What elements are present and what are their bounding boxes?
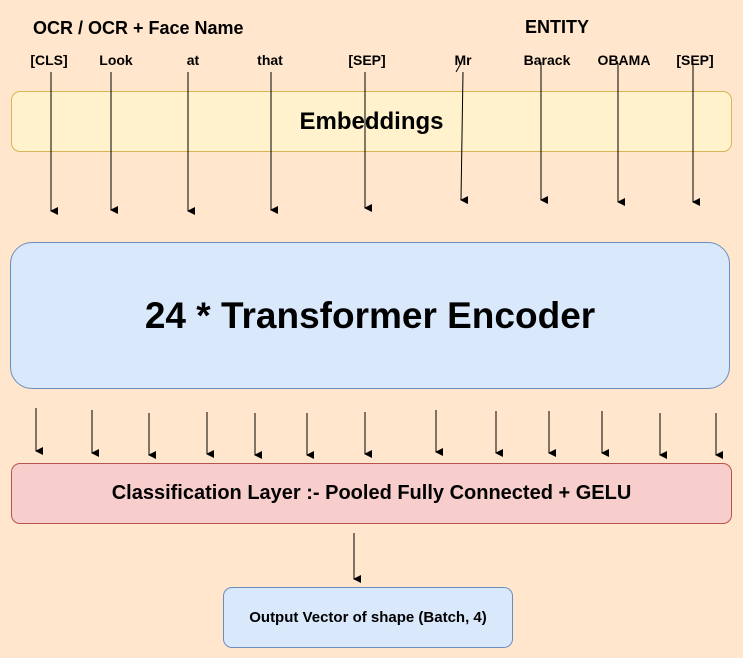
embeddings-box: Embeddings [11,91,732,152]
classification-layer-label: Classification Layer :- Pooled Fully Con… [111,482,632,504]
entity-heading: ENTITY [525,17,590,37]
arrow-mr [460,71,469,205]
classification-layer-box: Classification Layer :- Pooled Fully Con… [11,463,732,524]
output-vector-box: Output Vector of shape (Batch, 4) [223,587,513,648]
token-at: at [186,52,200,68]
token-sep-1: [SEP] [348,52,386,68]
token-cls: [CLS] [30,52,68,68]
embeddings-label: Embeddings [299,107,444,135]
token-sep-2: [SEP] [676,52,714,68]
token-mr: Mr [454,52,472,68]
transformer-encoder-box: 24 * Transformer Encoder [10,242,730,389]
token-that: that [257,52,283,68]
arrow-mr-tick [455,64,461,73]
token-obama: OBAMA [597,52,651,68]
ocr-heading: OCR / OCR + Face Name [33,18,244,38]
token-look: Look [99,52,133,68]
output-vector-label: Output Vector of shape (Batch, 4) [249,609,487,626]
token-barack: Barack [523,52,571,68]
transformer-encoder-label: 24 * Transformer Encoder [144,294,596,336]
